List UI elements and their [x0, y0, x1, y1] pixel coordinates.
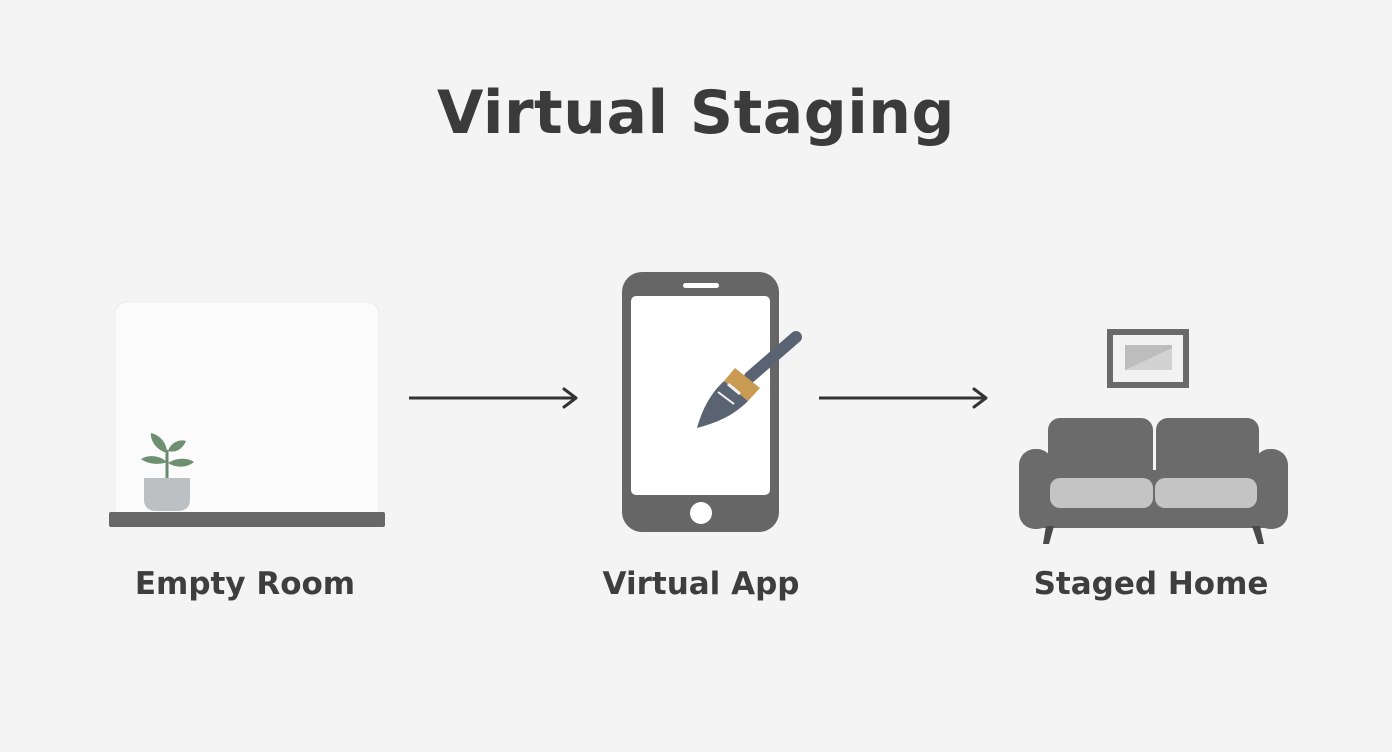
diagram-title: Virtual Staging [437, 78, 955, 148]
room-floor [109, 512, 385, 527]
empty-room-icon [109, 301, 385, 527]
arrow-right-icon [409, 387, 578, 409]
smartphone-paintbrush-icon [622, 272, 802, 532]
plant-icon [141, 433, 194, 511]
phone-speaker [683, 283, 719, 288]
paintbrush-icon [697, 331, 802, 428]
step-label-staged-home: Staged Home [1033, 566, 1269, 602]
pot [144, 478, 190, 511]
step-label-virtual-app: Virtual App [602, 566, 800, 602]
sofa-icon [1019, 418, 1288, 544]
sofa-with-picture-icon [1019, 329, 1288, 544]
arrow-right-icon [819, 387, 988, 409]
picture-frame-icon [1107, 329, 1189, 388]
phone-screen [631, 296, 770, 495]
step-label-empty-room: Empty Room [134, 566, 356, 602]
phone-home-button [690, 502, 712, 524]
